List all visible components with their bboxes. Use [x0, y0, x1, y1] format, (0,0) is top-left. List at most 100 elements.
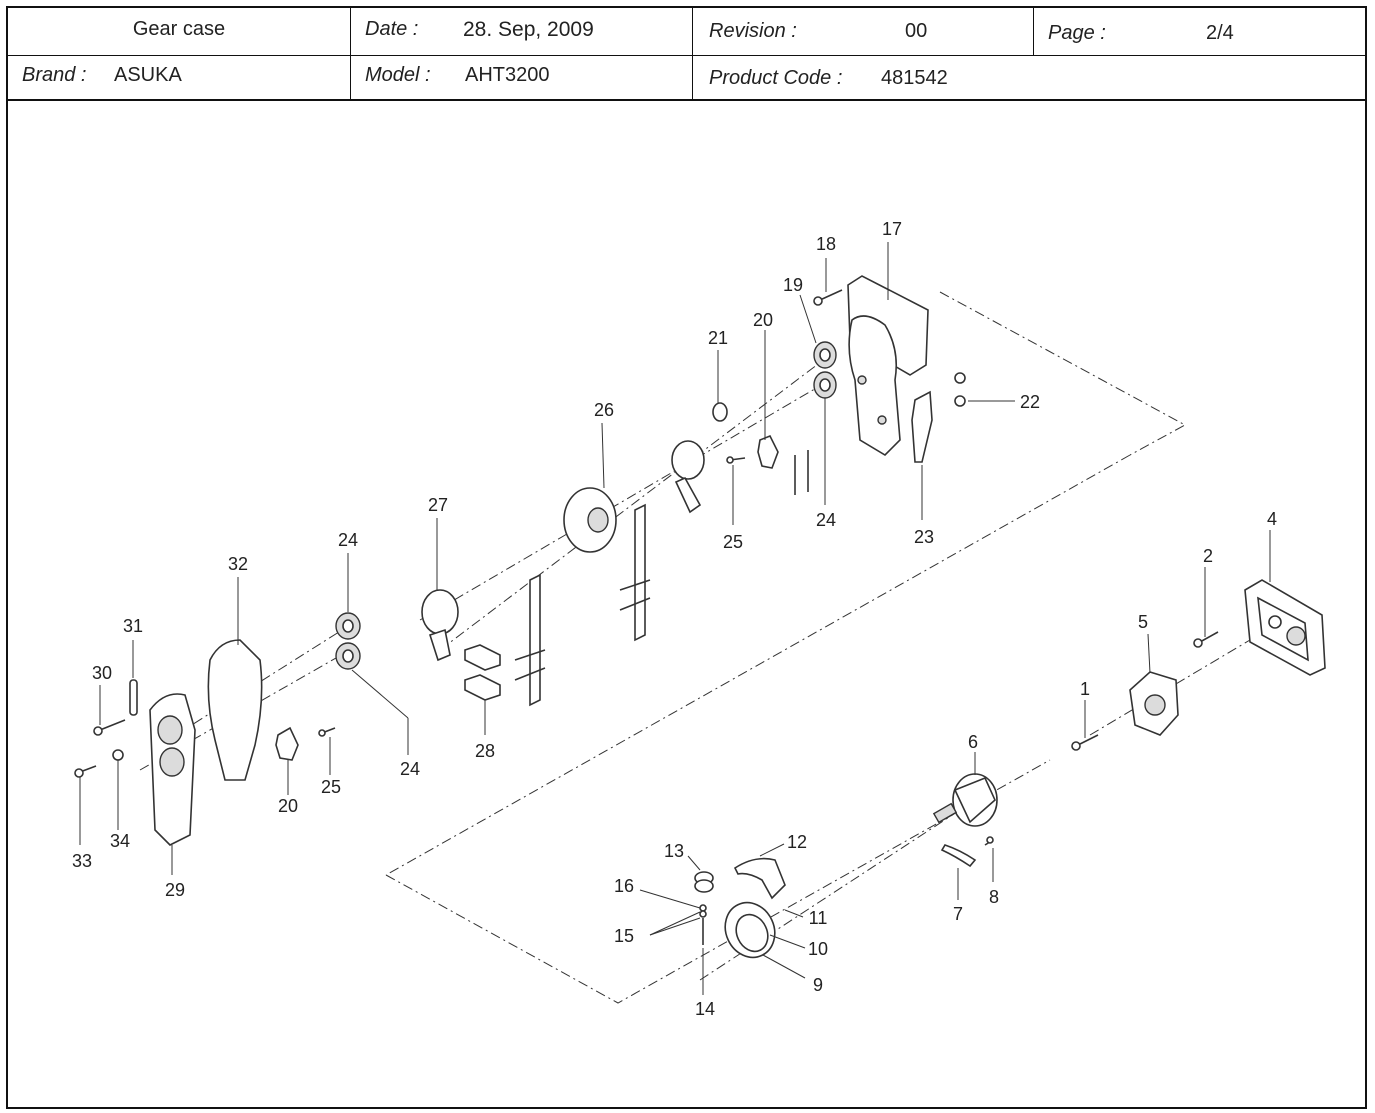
brand-label: Brand : — [22, 64, 87, 86]
part-20-plate-lower — [275, 726, 299, 761]
model-cell: Model : AHT3200 — [350, 56, 692, 99]
part-4-housing — [1244, 579, 1326, 676]
revision-cell: Revision : 00 — [692, 8, 1033, 55]
label-part-31: 31 — [123, 616, 143, 636]
axis-line-6 — [1089, 639, 1251, 736]
part-21-ring — [712, 402, 728, 422]
part-26-gear — [563, 487, 617, 553]
label-part-29: 29 — [165, 880, 185, 900]
product-code-label: Product Code : — [709, 67, 843, 89]
part-2-bolt — [1193, 631, 1219, 648]
part-24-bearing-upper — [813, 371, 837, 399]
part-25-screw-upper — [726, 456, 746, 464]
label-part-24-upper: 24 — [816, 510, 836, 530]
part-27-crank-arm — [421, 589, 459, 662]
label-part-20-lower: 20 — [278, 796, 298, 816]
page-cell: Page : 2/4 — [1033, 8, 1365, 55]
revision-label: Revision : — [709, 20, 797, 42]
brand-cell: Brand : ASUKA — [8, 56, 350, 99]
part-31-pin — [129, 679, 138, 716]
label-part-5: 5 — [1138, 612, 1148, 632]
part-24-pins — [794, 450, 809, 495]
label-part-32: 32 — [228, 554, 248, 574]
boundary-line-top — [939, 291, 1187, 456]
label-part-9: 9 — [813, 975, 823, 995]
label-part-34: 34 — [110, 831, 130, 851]
part-25-screw-lower — [318, 727, 336, 737]
brand-value: ASUKA — [114, 64, 182, 86]
parts-sheet: Gear case Date : 28. Sep, 2009 Revision … — [6, 6, 1367, 1109]
part-24-bearing-b — [335, 642, 361, 670]
part-6-drum — [932, 773, 998, 827]
label-part-4: 4 — [1267, 509, 1277, 529]
part-17-gear-case — [847, 275, 929, 457]
boundary-line-diagonal — [385, 454, 1131, 876]
part-8-screw — [984, 836, 994, 846]
part-5-clutch-plate — [1129, 671, 1179, 736]
diagram-title: Gear case — [132, 18, 226, 40]
part-12-lever — [733, 857, 786, 900]
model-label: Model : — [365, 64, 431, 86]
label-part-2: 2 — [1203, 546, 1213, 566]
part-32-gasket — [207, 639, 263, 781]
product-code-value: 481542 — [881, 67, 948, 89]
date-value: 28. Sep, 2009 — [463, 18, 594, 41]
label-part-17: 17 — [882, 219, 902, 239]
date-cell: Date : 28. Sep, 2009 — [350, 8, 692, 55]
crank-arm-upper — [671, 440, 705, 514]
part-22-nuts — [954, 372, 966, 407]
label-part-21: 21 — [708, 328, 728, 348]
part-30-bolt — [93, 719, 126, 736]
part-34-washer — [112, 749, 124, 761]
label-part-28: 28 — [475, 741, 495, 761]
label-part-25-lower: 25 — [321, 777, 341, 797]
label-part-16: 16 — [614, 876, 634, 896]
part-20-plate-upper — [757, 434, 779, 469]
header-row-1: Gear case Date : 28. Sep, 2009 Revision … — [8, 8, 1365, 56]
axis-line-3 — [419, 379, 831, 621]
date-label: Date : — [365, 18, 419, 40]
revision-value: 00 — [905, 20, 928, 42]
part-18-bolt — [813, 289, 843, 306]
label-part-20-upper: 20 — [753, 310, 773, 330]
part-29-cover — [149, 693, 196, 846]
label-part-12: 12 — [787, 832, 807, 852]
label-part-8: 8 — [989, 887, 999, 907]
blade-connector-left — [514, 573, 546, 707]
label-part-14: 14 — [695, 999, 715, 1019]
boundary-line-bottom — [385, 759, 1051, 1004]
part-9-pulley — [724, 901, 776, 959]
label-part-6: 6 — [968, 732, 978, 752]
part-19-bearing — [813, 341, 837, 369]
part-28-blocks — [464, 644, 501, 701]
axis-line-2 — [159, 624, 351, 746]
label-part-27: 27 — [428, 495, 448, 515]
leader-lines — [79, 242, 1271, 995]
product-code-cell: Product Code : 481542 — [692, 56, 1365, 99]
page-value: 2/4 — [1206, 22, 1234, 44]
label-part-25-upper: 25 — [723, 532, 743, 552]
part-7-spring — [940, 844, 977, 868]
label-part-7: 7 — [953, 904, 963, 924]
page-label: Page : — [1048, 22, 1106, 44]
label-part-15: 15 — [614, 926, 634, 946]
model-value: AHT3200 — [465, 64, 550, 86]
label-part-1: 1 — [1080, 679, 1090, 699]
label-part-24-lower: 24 — [400, 759, 420, 779]
blade-connector-right — [619, 503, 651, 642]
part-1-bolt — [1071, 734, 1099, 751]
label-part-13: 13 — [664, 841, 684, 861]
axis-line-5 — [699, 809, 961, 981]
label-part-30: 30 — [92, 663, 112, 683]
label-part-33: 33 — [72, 851, 92, 871]
label-part-11: 11 — [809, 908, 828, 928]
part-33-bolt — [74, 765, 97, 778]
part-15-washers — [699, 904, 707, 918]
label-part-24-middle: 24 — [338, 530, 358, 550]
part-23-link-plate — [911, 390, 933, 463]
part-13-spring — [694, 871, 714, 893]
label-part-26: 26 — [594, 400, 614, 420]
header-row-2: Brand : ASUKA Model : AHT3200 Product Co… — [8, 56, 1365, 101]
label-part-10: 10 — [808, 939, 828, 959]
